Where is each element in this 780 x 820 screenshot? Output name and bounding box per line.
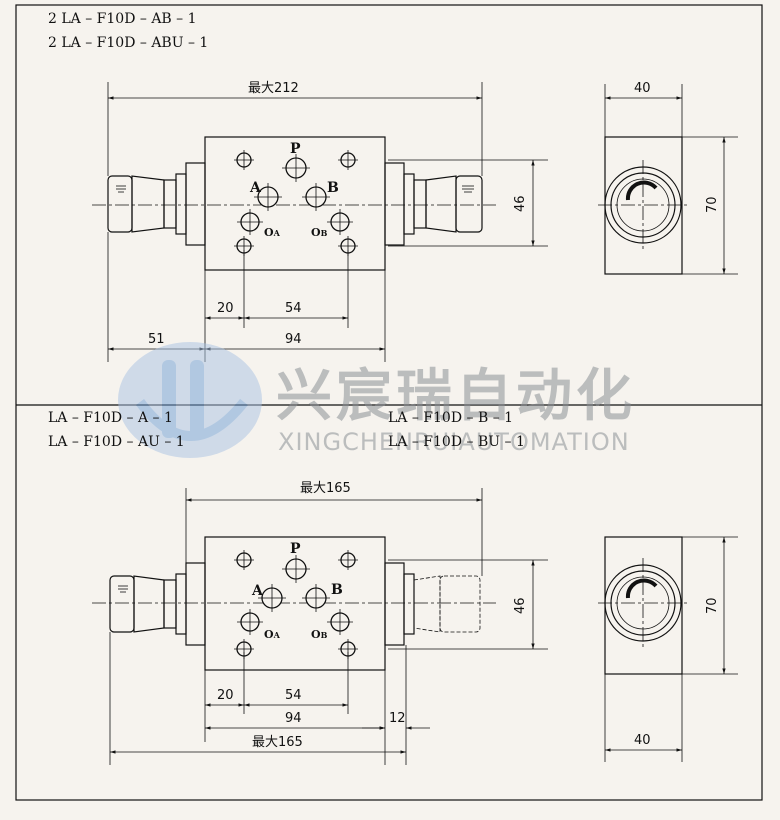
bottom-label-P: P bbox=[290, 541, 301, 557]
top-side-view bbox=[598, 84, 738, 275]
top-dim-20: 20 bbox=[217, 301, 234, 316]
bottom-label-OA: OA bbox=[264, 628, 281, 641]
watermark-cn: 兴宸瑞自动化 bbox=[276, 364, 636, 429]
bottom-model-right-1: LA – F10D – B – 1 bbox=[388, 410, 513, 426]
top-dimensions bbox=[107, 82, 548, 362]
bottom-model-left-1: LA – F10D – A – 1 bbox=[48, 410, 173, 426]
bottom-side-dim-40: 40 bbox=[634, 733, 651, 748]
bottom-dim-12: 12 bbox=[389, 711, 406, 726]
top-model-1: 2 LA – F10D – AB – 1 bbox=[48, 11, 197, 27]
bottom-dim-94: 94 bbox=[285, 711, 302, 726]
bottom-side-view bbox=[598, 536, 738, 762]
top-side-dim-40: 40 bbox=[634, 81, 651, 96]
bottom-dim-overall-top: 最大165 bbox=[300, 481, 351, 496]
bottom-label-A: A bbox=[251, 583, 264, 599]
bottom-dim-54: 54 bbox=[285, 688, 302, 703]
top-dim-overall: 最大212 bbox=[248, 81, 299, 96]
top-side-dim-70: 70 bbox=[705, 196, 720, 213]
outer-frame bbox=[15, 4, 763, 801]
bottom-side-dim-70: 70 bbox=[705, 597, 720, 614]
top-label-P: P bbox=[290, 141, 301, 157]
top-label-OA: OA bbox=[264, 226, 281, 239]
top-dim-94: 94 bbox=[285, 332, 302, 347]
bottom-valve-body bbox=[92, 536, 496, 671]
top-label-OB: OB bbox=[311, 226, 328, 239]
watermark-logo-icon bbox=[118, 342, 262, 458]
bottom-model-left-2: LA – F10D – AU – 1 bbox=[48, 434, 185, 450]
bottom-dimensions bbox=[109, 488, 548, 765]
bottom-label-OB: OB bbox=[311, 628, 328, 641]
bottom-dim-overall-bottom: 最大165 bbox=[252, 735, 303, 750]
top-dim-46: 46 bbox=[513, 195, 528, 212]
top-dim-51: 51 bbox=[148, 332, 165, 347]
bottom-model-right-2: LA – F10D – BU – 1 bbox=[388, 434, 525, 450]
bottom-dim-46: 46 bbox=[513, 597, 528, 614]
top-dim-54: 54 bbox=[285, 301, 302, 316]
top-label-A: A bbox=[249, 180, 262, 196]
top-label-B: B bbox=[327, 180, 339, 196]
top-valve-body bbox=[92, 136, 496, 271]
bottom-dim-20: 20 bbox=[217, 688, 234, 703]
bottom-label-B: B bbox=[331, 582, 343, 598]
top-model-2: 2 LA – F10D – ABU – 1 bbox=[48, 35, 208, 51]
watermark-en: XINGCHENRUIAUTOMATION bbox=[278, 428, 630, 456]
